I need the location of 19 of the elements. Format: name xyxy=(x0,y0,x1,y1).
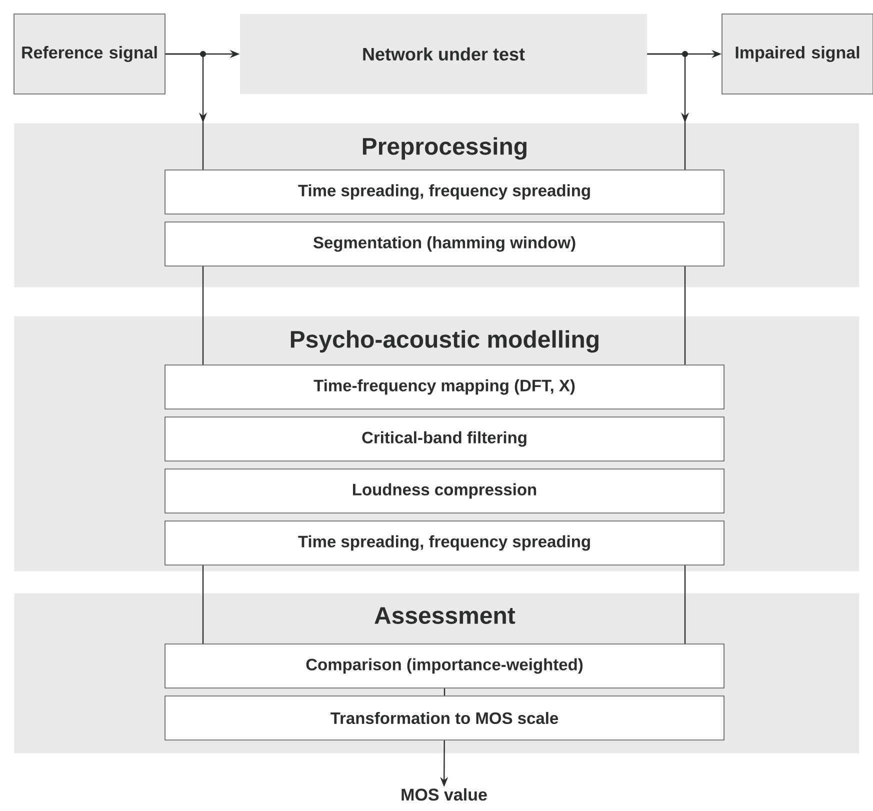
step-box: Transformation to MOS scale xyxy=(164,696,724,740)
connector-line xyxy=(202,266,204,365)
step-box: Time spreading, frequency spreading xyxy=(164,520,724,566)
connector-line xyxy=(444,688,446,696)
connector-line xyxy=(684,266,686,365)
signal-box: Impaired signal xyxy=(722,14,873,94)
step-box: Time spreading, frequency spreading xyxy=(164,170,724,214)
step-box: Comparison (importance-weighted) xyxy=(164,644,724,688)
step-box: Loudness compression xyxy=(164,468,724,514)
step-box: Time-frequency mapping (DFT, X) xyxy=(164,364,724,410)
process-box: Network under test xyxy=(240,14,647,94)
arrow xyxy=(647,53,690,170)
signal-box: Reference signal xyxy=(14,14,166,94)
arrow xyxy=(165,53,208,170)
connector-line xyxy=(202,565,204,644)
output-label: MOS value xyxy=(402,788,487,801)
step-box: Segmentation (hamming window) xyxy=(164,222,724,266)
step-box: Critical-band filtering xyxy=(164,416,724,462)
connector-line xyxy=(684,565,686,644)
